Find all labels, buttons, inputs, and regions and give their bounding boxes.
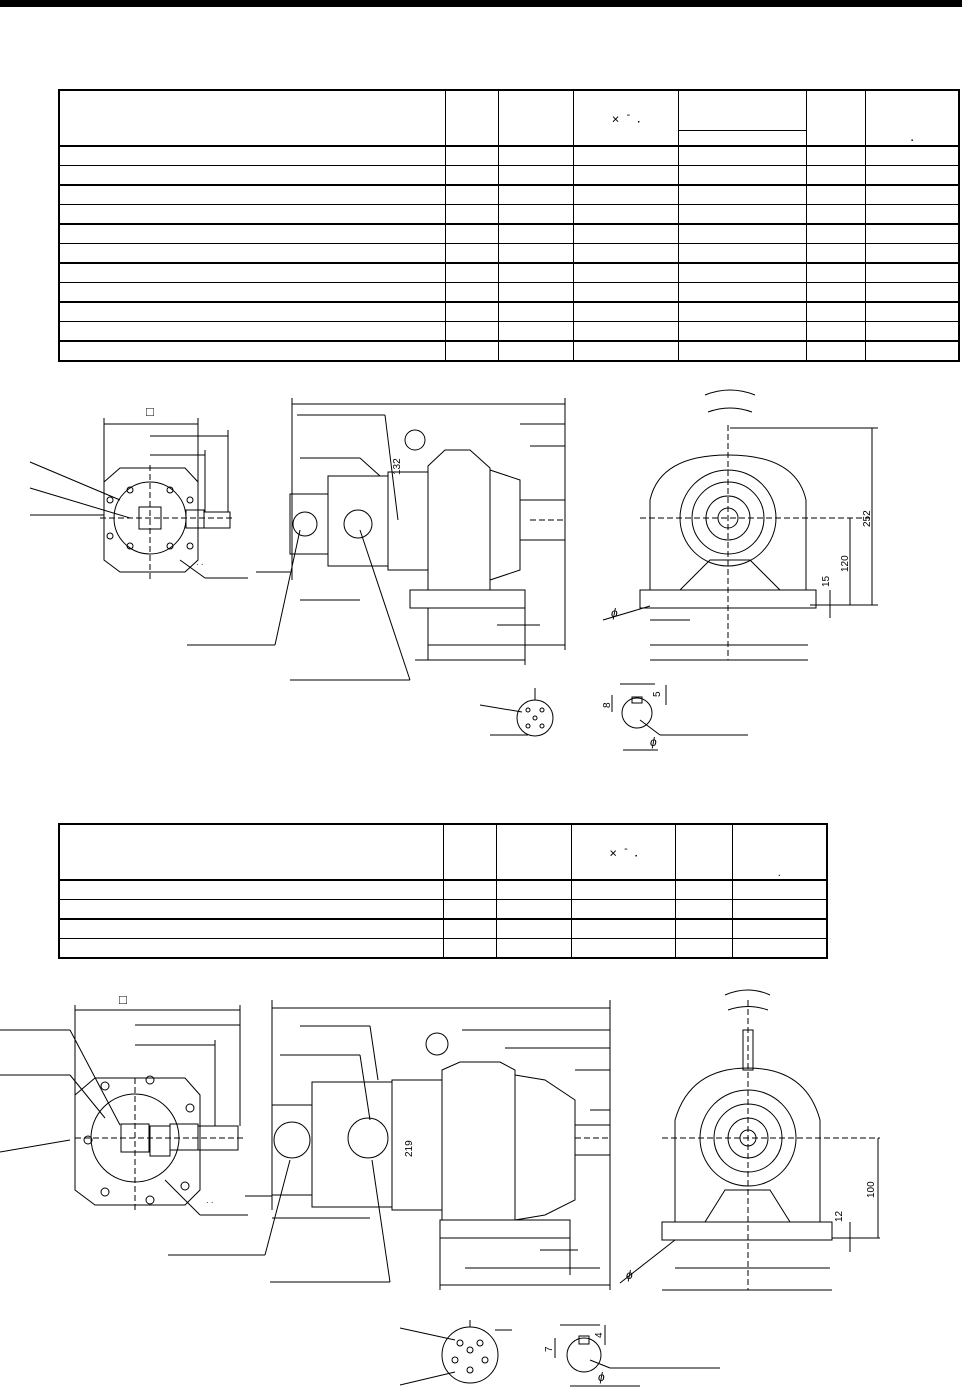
table-row [58, 919, 828, 939]
table-row [58, 880, 828, 900]
front-view-1 [602, 389, 878, 661]
table-row [58, 938, 828, 958]
dash-symbol: - [626, 109, 631, 122]
end-view-2 [0, 1005, 248, 1216]
spec-table-2: × - ▪ . [58, 823, 828, 959]
dim-100: 100 [866, 1181, 877, 1198]
table-row [58, 302, 960, 322]
dot-symbol: ▪ [635, 853, 638, 860]
dim-132: 132 [392, 458, 403, 475]
table-row [58, 899, 828, 920]
phi-symbol: ϕ [650, 735, 657, 749]
phi-symbol: ϕ [626, 1268, 633, 1282]
dim-219: 219 [404, 1140, 415, 1157]
dots-label: · · [196, 560, 204, 569]
table-row [58, 185, 960, 205]
table-row [58, 282, 960, 303]
table-row [58, 146, 960, 166]
dots-label: · · [206, 1198, 214, 1207]
side-view-1 [187, 398, 566, 681]
table-header-row: × - ▪ ▪ [58, 90, 960, 147]
table-row [58, 321, 960, 342]
cross-symbol: × [609, 845, 617, 861]
cross-symbol: × [611, 111, 620, 127]
dim-252: 252 [862, 510, 873, 527]
spec-table-1: × - ▪ ▪ [58, 89, 960, 362]
motor-drawing-1 [29, 389, 878, 751]
dot-symbol: . [777, 867, 781, 879]
shaft-key-detail-1 [611, 683, 748, 751]
dim-5: 5 [652, 691, 663, 697]
table-row [58, 165, 960, 186]
table-row [58, 224, 960, 244]
top-rule [0, 0, 962, 7]
table-row [58, 204, 960, 225]
dim-120: 120 [840, 555, 851, 572]
shaft-key-detail-2 [554, 1324, 720, 1387]
motor-drawing-2 [0, 989, 880, 1387]
dim-4: 4 [594, 1332, 605, 1338]
dot-symbol: ▪ [637, 119, 640, 126]
connector-detail-2 [399, 1320, 512, 1386]
table-row [58, 341, 960, 361]
dash-symbol: - [624, 843, 628, 856]
table-header-row: × - ▪ . [58, 824, 828, 881]
dim-12: 12 [834, 1210, 845, 1222]
phi-symbol: ϕ [598, 1370, 605, 1384]
dim-8: 8 [602, 702, 613, 708]
front-view-2 [619, 989, 880, 1291]
table-row [58, 243, 960, 264]
square-symbol: □ [146, 404, 154, 419]
phi-symbol: ϕ [611, 606, 618, 620]
side-view-2 [168, 1000, 611, 1290]
square-symbol: □ [119, 992, 127, 1007]
dot-symbol: ▪ [911, 138, 914, 144]
dim-7: 7 [544, 1346, 555, 1352]
dim-15: 15 [821, 575, 832, 587]
connector-detail-1 [479, 688, 554, 737]
table-row [58, 263, 960, 283]
end-view-1 [29, 418, 248, 580]
